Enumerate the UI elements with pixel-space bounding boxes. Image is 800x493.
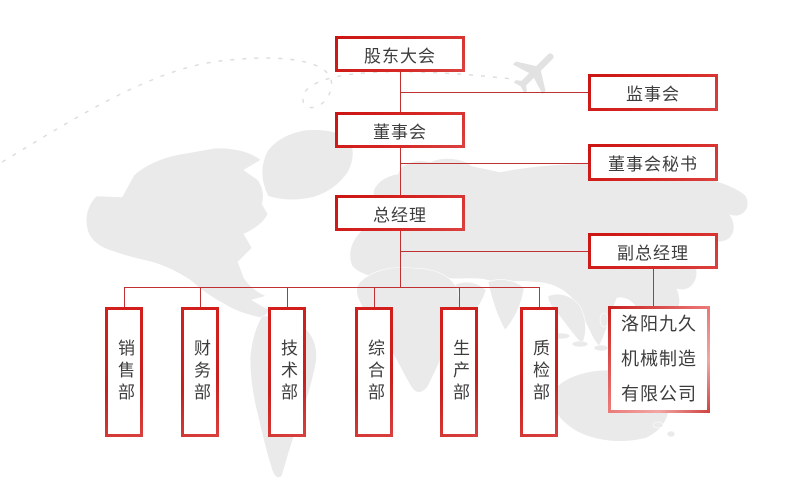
dept-label: 生产部 bbox=[450, 339, 469, 405]
dept-finance: 财务部 bbox=[181, 307, 219, 437]
dept-label: 技术部 bbox=[278, 339, 297, 405]
connector-line bbox=[539, 288, 540, 307]
connector-line bbox=[400, 92, 588, 93]
node-label: 副总经理 bbox=[617, 243, 689, 263]
airplane-icon bbox=[512, 53, 554, 95]
dept-general-affairs: 综合部 bbox=[355, 307, 393, 437]
node-label: 董事会秘书 bbox=[608, 155, 698, 174]
node-label: 监事会 bbox=[626, 85, 680, 104]
connector-line bbox=[200, 288, 201, 307]
connector-line bbox=[400, 163, 588, 164]
connector-line bbox=[459, 288, 460, 307]
dept-technology: 技术部 bbox=[268, 307, 306, 437]
connector-line bbox=[400, 231, 401, 288]
connector-line bbox=[400, 148, 401, 195]
connector-line bbox=[374, 288, 375, 307]
node-label: 董事会 bbox=[373, 122, 427, 142]
company-name-line: 有限公司 bbox=[621, 384, 697, 404]
node-deputy-general-manager: 副总经理 bbox=[588, 233, 718, 269]
company-name-line: 洛阳九久 bbox=[621, 314, 697, 334]
dept-label: 质检部 bbox=[530, 339, 549, 405]
connector-line bbox=[124, 288, 125, 307]
node-board-of-directors: 董事会 bbox=[335, 112, 465, 148]
node-general-manager: 总经理 bbox=[335, 195, 465, 231]
node-label: 股东大会 bbox=[364, 46, 436, 66]
connector-line bbox=[653, 269, 654, 306]
dept-production: 生产部 bbox=[440, 307, 478, 437]
connector-line bbox=[124, 287, 540, 288]
dept-sales: 销售部 bbox=[105, 307, 143, 437]
node-board-secretary: 董事会秘书 bbox=[588, 144, 718, 181]
dept-label: 综合部 bbox=[365, 339, 384, 405]
node-supervisory-board: 监事会 bbox=[588, 74, 718, 111]
node-shareholders-meeting: 股东大会 bbox=[335, 36, 465, 72]
dept-label: 销售部 bbox=[115, 339, 134, 405]
company-name-box: 洛阳九久 机械制造 有限公司 bbox=[608, 306, 710, 413]
connector-line bbox=[287, 288, 288, 307]
connector-line bbox=[400, 251, 588, 252]
dept-label: 财务部 bbox=[191, 339, 210, 405]
dept-quality-inspection: 质检部 bbox=[520, 307, 558, 437]
node-label: 总经理 bbox=[373, 205, 427, 225]
company-name-line: 机械制造 bbox=[621, 349, 697, 369]
